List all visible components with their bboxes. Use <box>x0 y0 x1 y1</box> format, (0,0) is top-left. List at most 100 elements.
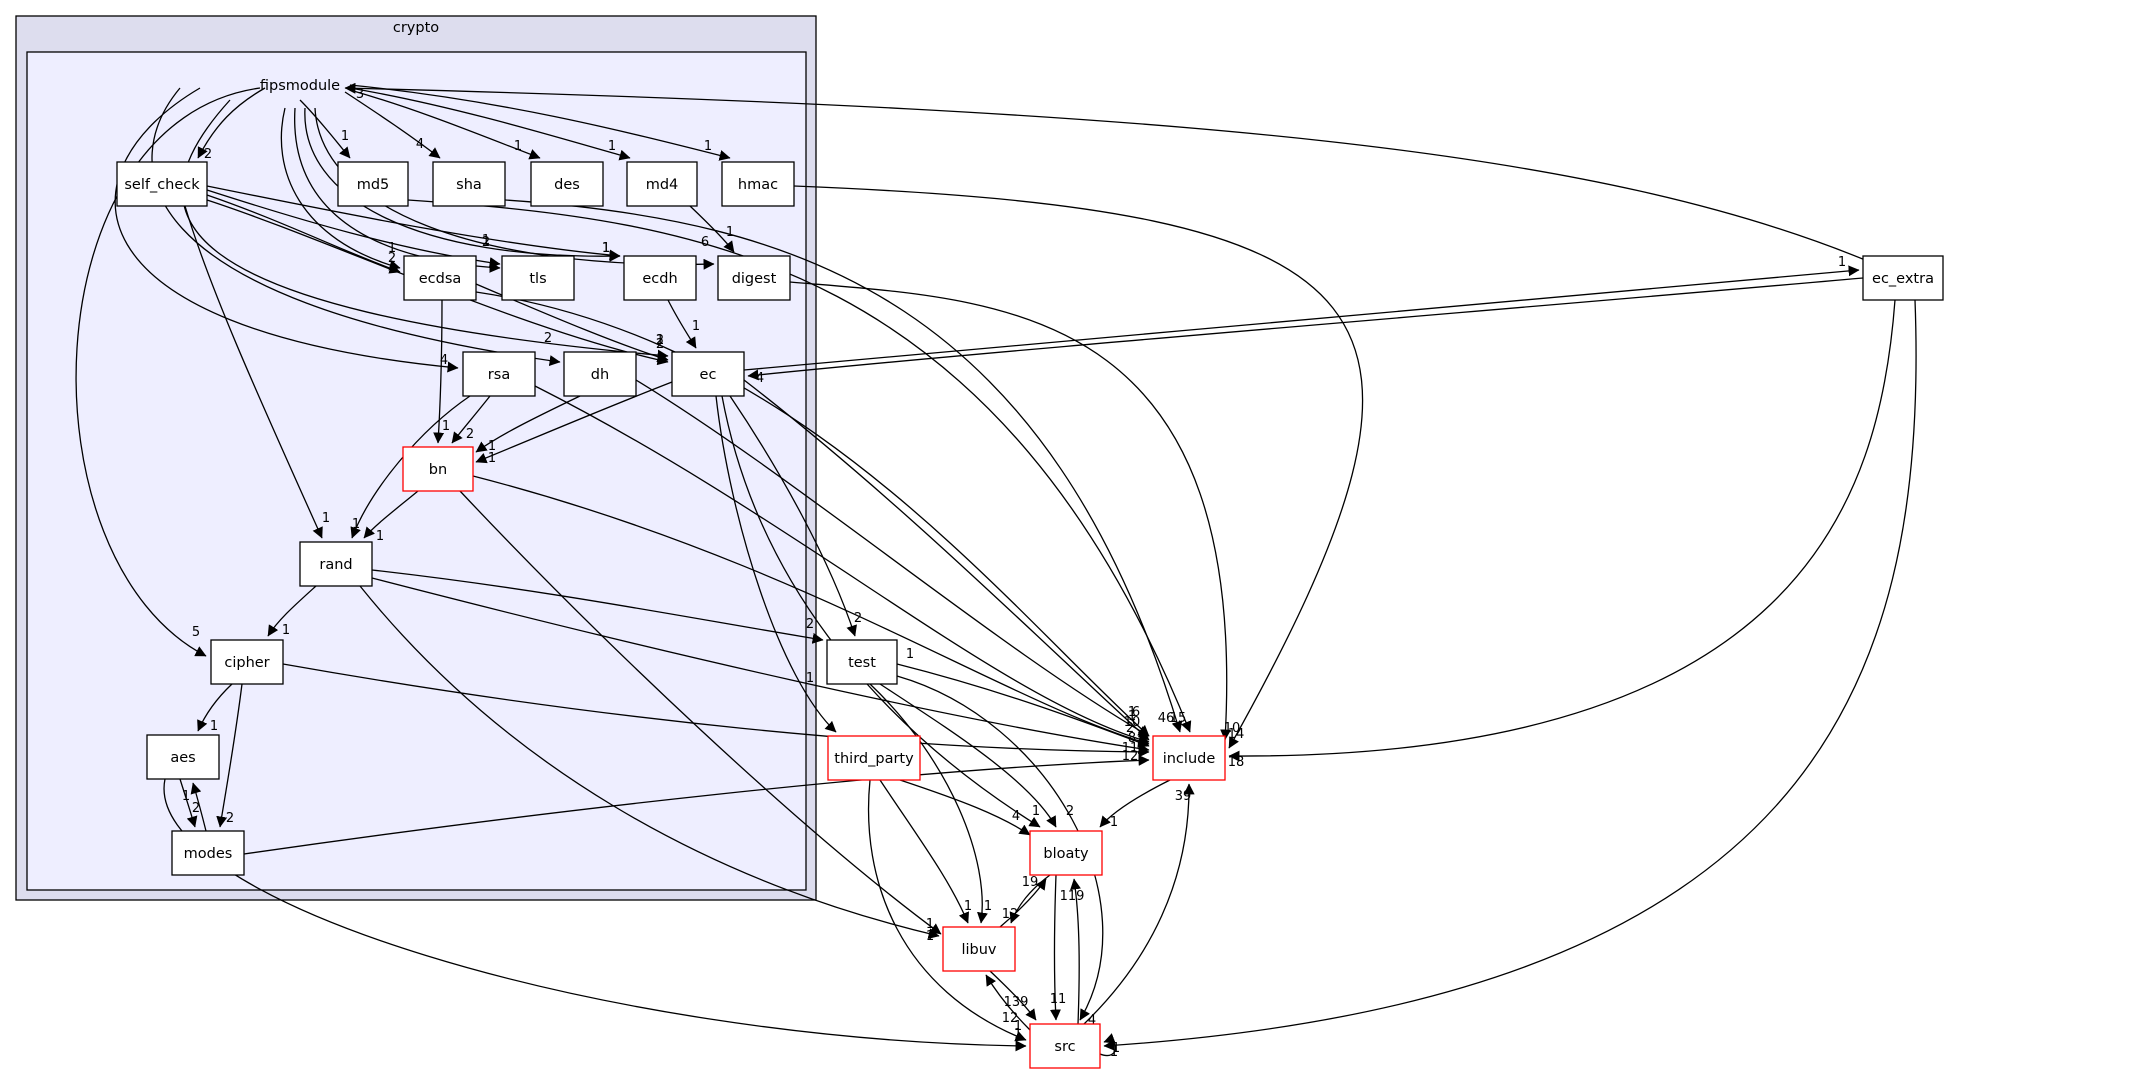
edge-label-test-bloaty: 2 <box>1066 804 1074 819</box>
edge-label-cipher-modes: 2 <box>226 811 234 826</box>
edge-rsa-bn <box>451 395 491 444</box>
edge-label-modes-include: 12 <box>1122 749 1139 764</box>
edge-ecextra-src <box>1103 299 1917 1051</box>
edge-fm-md4 <box>349 87 631 161</box>
node-rsa[interactable]: rsa <box>462 351 536 397</box>
node-rand-label[interactable]: rand <box>319 557 352 573</box>
edge-label-tp-src: 1 <box>1014 1019 1022 1034</box>
edge-label-fm-ecdsa: 2 <box>388 251 396 266</box>
edge-sc-ecdsa <box>206 194 401 274</box>
node-digest[interactable]: digest <box>717 255 791 301</box>
edge-label-ec-ecextra: 1 <box>1838 255 1846 270</box>
node-self_check[interactable]: self_check <box>116 161 208 207</box>
edge-label-modes-aes: 1 <box>182 789 190 804</box>
edge-label-hmac-include: 14 <box>1228 727 1245 742</box>
node-aes-label[interactable]: aes <box>170 750 195 766</box>
node-ec[interactable]: ec <box>671 351 745 397</box>
node-ecdsa-label[interactable]: ecdsa <box>419 271 462 287</box>
edge-label-fm-md4: 1 <box>608 139 616 154</box>
edge-label-fm-dh: 2 <box>544 331 552 346</box>
node-rsa-label[interactable]: rsa <box>488 367 510 383</box>
edge-md5-include <box>407 199 1192 733</box>
cluster-fipsmodule-title[interactable]: fipsmodule <box>260 78 340 94</box>
edge-label-src-src: 1 <box>1112 1041 1120 1056</box>
node-cipher-label[interactable]: cipher <box>224 655 269 671</box>
node-bloaty[interactable]: bloaty <box>1029 830 1103 876</box>
edge-label-rand-cipher: 1 <box>282 623 290 638</box>
node-third_party[interactable]: third_party <box>827 735 921 781</box>
edge-label-digest-include: 10 <box>1224 721 1241 736</box>
edge-label-aes-modes: 2 <box>192 801 200 816</box>
edge-tp-bloaty <box>899 779 1031 836</box>
edge-label-include-bloaty: 1 <box>1110 815 1118 830</box>
node-md4-label[interactable]: md4 <box>646 177 679 193</box>
node-hmac[interactable]: hmac <box>721 161 795 207</box>
node-ecdh[interactable]: ecdh <box>623 255 697 301</box>
node-hmac-label[interactable]: hmac <box>738 177 778 193</box>
node-sha-label[interactable]: sha <box>456 177 482 193</box>
node-digest-label[interactable]: digest <box>732 271 777 287</box>
edge-rand-test <box>371 569 824 644</box>
node-modes[interactable]: modes <box>171 830 245 876</box>
node-dh[interactable]: dh <box>563 351 637 397</box>
edge-label-bn-include: 2 <box>1126 721 1134 736</box>
edge-label-libuv-bloaty: 19 <box>1022 875 1039 890</box>
edge-label-src-bloaty: 119 <box>1060 889 1085 904</box>
node-rand[interactable]: rand <box>299 541 373 587</box>
node-modes-label[interactable]: modes <box>184 846 233 862</box>
node-bloaty-label[interactable]: bloaty <box>1043 846 1089 862</box>
node-ec_extra[interactable]: ec_extra <box>1862 255 1944 301</box>
node-include[interactable]: include <box>1152 735 1226 781</box>
edge-label-ec-bloaty: 1 <box>1032 804 1040 819</box>
node-aes[interactable]: aes <box>146 734 220 780</box>
node-tls-label[interactable]: tls <box>529 271 546 287</box>
node-md5-label[interactable]: md5 <box>357 177 390 193</box>
node-bn[interactable]: bn <box>402 446 474 492</box>
node-des-label[interactable]: des <box>554 177 580 193</box>
edge-label-sc-rand: 1 <box>322 511 330 526</box>
node-des[interactable]: des <box>530 161 604 207</box>
node-md5[interactable]: md5 <box>337 161 409 207</box>
node-ecdh-label[interactable]: ecdh <box>642 271 677 287</box>
edge-fm-hmac <box>349 84 731 161</box>
edge-label-ecdh-ec: 1 <box>692 319 700 334</box>
node-sha[interactable]: sha <box>432 161 506 207</box>
node-libuv[interactable]: libuv <box>942 926 1016 972</box>
edge-fm-digest <box>314 107 715 270</box>
node-third_party-label[interactable]: third_party <box>834 751 914 767</box>
cluster-crypto-title: crypto <box>393 20 439 36</box>
edge-sha-include <box>504 199 1183 733</box>
node-dh-label[interactable]: dh <box>591 367 609 383</box>
node-self_check-label[interactable]: self_check <box>124 177 200 193</box>
node-cipher[interactable]: cipher <box>210 639 284 685</box>
edge-ec-ecextra <box>743 265 1860 371</box>
node-tls[interactable]: tls <box>501 255 575 301</box>
edge-cipher-aes <box>197 683 233 732</box>
node-src-label[interactable]: src <box>1054 1039 1075 1055</box>
edge-bloaty-src <box>1049 874 1061 1021</box>
node-ec_extra-label[interactable]: ec_extra <box>1872 271 1934 287</box>
node-bn-label[interactable]: bn <box>429 462 447 478</box>
edge-modes-aes <box>190 782 207 832</box>
edge-sc-rand <box>184 205 323 539</box>
edge-dh-bn <box>475 395 581 453</box>
node-src[interactable]: src <box>1029 1023 1101 1069</box>
node-ec-label[interactable]: ec <box>700 367 717 383</box>
edge-fm-md5 <box>299 99 351 159</box>
node-test-label[interactable]: test <box>848 655 876 671</box>
edge-label-ec-include: 10 <box>1124 715 1141 730</box>
edge-label-fm-md5: 1 <box>341 129 349 144</box>
node-test[interactable]: test <box>826 639 898 685</box>
edge-hmac-include <box>793 185 1364 749</box>
edge-ec-test <box>729 395 857 637</box>
node-include-label[interactable]: include <box>1163 751 1216 767</box>
edge-include-bloaty <box>1099 779 1171 828</box>
edge-label-test-include: 1 <box>906 647 914 662</box>
edge-label-sc-ec: 1 <box>656 333 664 348</box>
edge-test-src <box>896 675 1104 1021</box>
edge-label-src-libuv: 139 <box>1004 995 1029 1010</box>
node-libuv-label[interactable]: libuv <box>961 942 996 958</box>
node-ecdsa[interactable]: ecdsa <box>403 255 477 301</box>
node-md4[interactable]: md4 <box>626 161 698 207</box>
edge-label-ecdsa-bn: 1 <box>442 419 450 434</box>
